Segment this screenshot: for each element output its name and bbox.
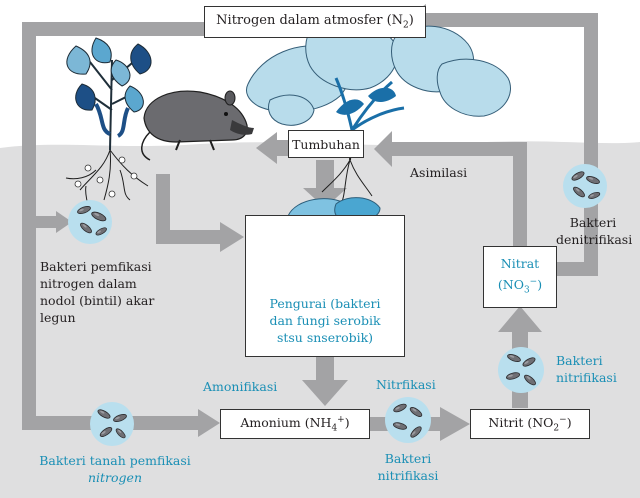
decomposer-box: Pengurai (bakteri dan fungi serobik stsu… bbox=[245, 215, 405, 357]
plants-label: Tumbuhan bbox=[292, 136, 360, 152]
bacteria-circle-nitrification-right bbox=[498, 347, 544, 393]
arrow-left-vertical bbox=[22, 22, 36, 428]
animal-illustration bbox=[141, 90, 254, 161]
atmosphere-label: Nitrogen dalam atmosfer (N bbox=[216, 13, 404, 29]
arrow-into-decomposer bbox=[220, 222, 244, 252]
ammonium-label: Amonium (NH4+) bbox=[240, 414, 350, 434]
nitrate-box: Nitrat (NO3−) bbox=[483, 246, 557, 308]
arrow-down-ammonium bbox=[302, 380, 348, 406]
nodule-bacteria-label: Bakteri pemfikasi nitrogen dalam nodol (… bbox=[40, 259, 155, 325]
soil-bacteria-label: Bakteri tanah pemfikasi nitrogen bbox=[39, 453, 191, 485]
decomposer-label: Pengurai (bakteri dan fungi serobik stsu… bbox=[269, 296, 381, 345]
arrow-top-right-bar bbox=[424, 13, 598, 27]
bacteria-circle-denitrification bbox=[563, 164, 607, 208]
ammonification-label: Amonifikasi bbox=[203, 379, 278, 394]
arrow-plants-left bbox=[256, 132, 277, 164]
arrow-assimilation bbox=[513, 142, 527, 246]
legume-plant-illustration bbox=[65, 37, 152, 211]
denitrifying-bacteria-label: Bakteri denitrifikasi bbox=[556, 215, 633, 247]
bacteria-circle-nodule bbox=[68, 200, 112, 244]
nitrifying-bacteria-right-label: Bakteri nitrifikasi bbox=[556, 353, 617, 385]
arrow-right-vertical bbox=[584, 13, 598, 276]
nitrite-box: Nitrit (NO2−) bbox=[470, 409, 590, 439]
nitrate-label: Nitrat bbox=[500, 255, 540, 271]
nitrification-top-label: Nitrfikasi bbox=[376, 377, 436, 392]
bacteria-circle-soil bbox=[90, 402, 134, 446]
nitrifying-bacteria-bottom-label: Bakteri nitrifikasi bbox=[377, 451, 439, 483]
ammonium-box: Amonium (NH4+) bbox=[220, 409, 370, 439]
arrow-into-nitrate bbox=[498, 306, 542, 332]
atmosphere-box: Nitrogen dalam atmosfer (N2) bbox=[204, 6, 426, 38]
plants-box: Tumbuhan bbox=[288, 130, 364, 158]
arrow-into-nitrite bbox=[440, 407, 470, 441]
bacteria-circle-nitrification-bottom bbox=[385, 397, 431, 443]
assimilation-label: Asimilasi bbox=[410, 165, 468, 180]
arrow-top-left-bar bbox=[22, 22, 204, 36]
nitrite-label: Nitrit (NO2−) bbox=[488, 414, 572, 434]
arrow-into-ammonium bbox=[198, 409, 220, 437]
